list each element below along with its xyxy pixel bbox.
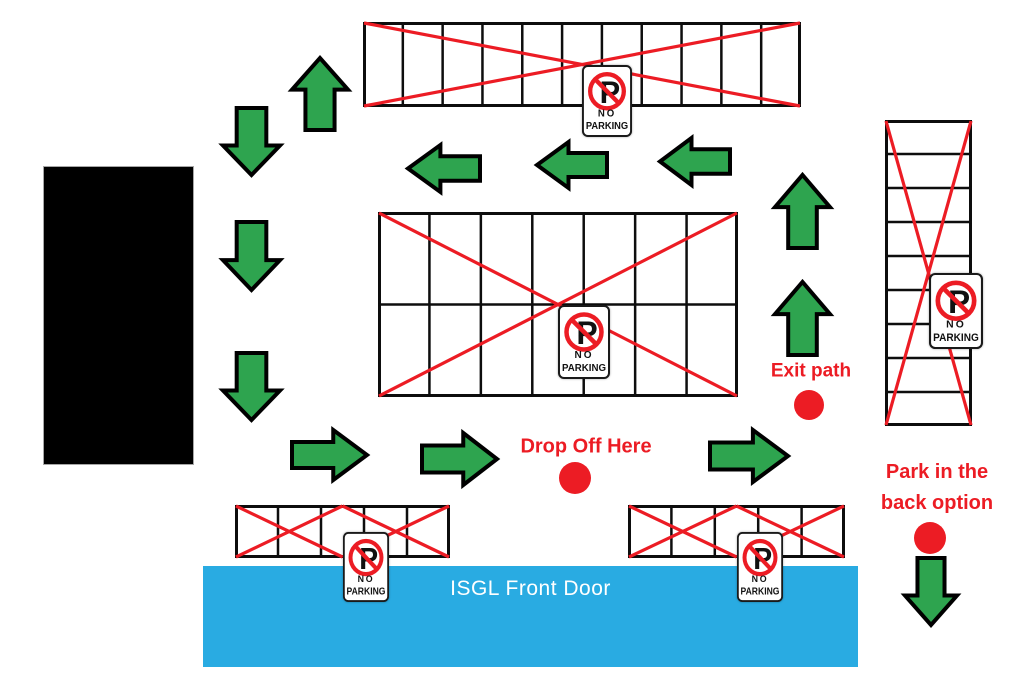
- building-block: [43, 166, 194, 465]
- flow-arrow-right-icon: [708, 426, 792, 486]
- flow-arrow-left-icon: [404, 141, 482, 196]
- exit-path-label: Exit path: [771, 356, 851, 385]
- label-line: back option: [880, 492, 994, 514]
- flow-arrow-down-icon: [218, 106, 285, 178]
- exit-path-dot: [794, 390, 824, 420]
- svg-text:PARKING: PARKING: [933, 332, 979, 344]
- flow-arrow-right-icon: [420, 428, 501, 490]
- flow-arrow-left-icon: [533, 138, 609, 192]
- svg-text:NO: NO: [751, 573, 768, 583]
- park-back-dot: [914, 522, 946, 554]
- no-parking-symbol-icon: PNOPARKING: [558, 304, 610, 379]
- flow-arrow-up-icon: [770, 171, 835, 250]
- no-parking-symbol-icon: PNOPARKING: [736, 531, 783, 602]
- parking-row-bottom-left: PNOPARKING: [235, 504, 450, 602]
- svg-text:NO: NO: [598, 108, 616, 119]
- label-line: Exit path: [770, 360, 852, 382]
- flow-arrow-up-icon: [770, 278, 835, 357]
- drop-off-dot: [559, 462, 591, 494]
- flow-arrow-down-icon: [900, 556, 962, 629]
- svg-text:NO: NO: [575, 350, 594, 361]
- parking-row-top: PNOPARKING: [363, 21, 801, 137]
- svg-text:PARKING: PARKING: [586, 121, 628, 132]
- flow-arrow-right-icon: [290, 426, 371, 484]
- no-parking-symbol-icon: PNOPARKING: [928, 273, 983, 349]
- flow-arrow-down-icon: [218, 220, 285, 293]
- flow-arrow-down-icon: [218, 351, 285, 423]
- svg-text:PARKING: PARKING: [346, 586, 385, 597]
- label-line: Park in the: [885, 461, 989, 483]
- parking-row-bottom-right: PNOPARKING: [628, 504, 845, 602]
- no-parking-symbol-icon: PNOPARKING: [582, 64, 632, 137]
- flow-arrow-left-icon: [656, 134, 732, 189]
- svg-text:PARKING: PARKING: [740, 586, 779, 597]
- svg-text:PARKING: PARKING: [562, 362, 606, 374]
- parking-column-right: PNOPARKING: [884, 120, 983, 426]
- no-parking-symbol-icon: PNOPARKING: [342, 531, 389, 602]
- drop-off-label: Drop Off Here: [520, 432, 651, 463]
- flow-arrow-up-icon: [287, 54, 353, 132]
- svg-text:NO: NO: [946, 319, 966, 330]
- parking-block-center: PNOPARKING: [378, 211, 738, 398]
- park-back-label: Park in the back option: [881, 457, 993, 519]
- front-door-label: ISGL Front Door: [450, 577, 611, 600]
- svg-text:NO: NO: [357, 573, 374, 583]
- label-line: Drop Off Here: [520, 435, 652, 458]
